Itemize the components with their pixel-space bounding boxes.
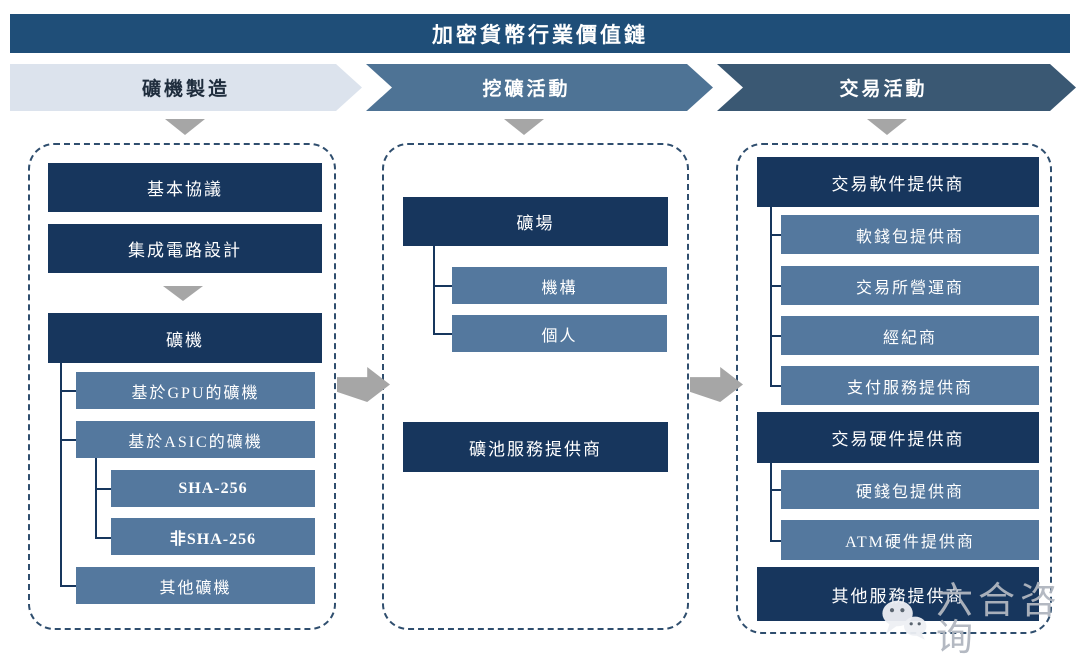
connector-line	[770, 234, 781, 236]
stage-label: 礦機製造	[141, 79, 230, 100]
stage-label: 交易活動	[839, 79, 928, 100]
node-other-miners: 其他礦機	[76, 567, 315, 604]
stage-chevron-trading-activities: 交易活動	[717, 64, 1076, 111]
watermark-text: 六合咨询	[936, 580, 1062, 654]
down-arrow-icon	[163, 286, 203, 301]
wechat-icon	[882, 600, 927, 640]
connector-line	[95, 537, 111, 539]
node-ic-design: 集成電路設計	[48, 224, 322, 273]
node-broker: 經紀商	[781, 316, 1039, 355]
down-arrow-icon	[504, 119, 544, 135]
stage-chevron-mining-activities: 挖礦活動	[366, 64, 713, 111]
connector-line	[770, 489, 781, 491]
connector-line	[770, 207, 772, 386]
connector-line	[770, 335, 781, 337]
node-asic-based-miner: 基於ASIC的礦機	[76, 421, 315, 458]
connector-line	[770, 285, 781, 287]
node-soft-wallet-provider: 軟錢包提供商	[781, 215, 1039, 254]
watermark: 六合咨询	[880, 582, 1080, 654]
down-arrow-icon	[165, 119, 205, 135]
stage-label: 挖礦活動	[482, 79, 571, 100]
node-gpu-based-miner: 基於GPU的礦機	[76, 372, 315, 409]
stage-chevron-mining-machine-manufacturing: 礦機製造	[10, 64, 362, 111]
node-mining-machine: 礦機	[48, 313, 322, 363]
connector-line	[433, 246, 435, 333]
connector-line	[433, 285, 452, 287]
connector-line	[60, 439, 76, 441]
connector-line	[95, 458, 97, 537]
diagram-title-banner: 加密貨幣行業價值鏈	[10, 14, 1070, 53]
column-mining-machine-manufacturing	[28, 143, 336, 630]
connector-line	[433, 333, 452, 335]
node-hard-wallet-provider: 硬錢包提供商	[781, 470, 1039, 509]
connector-line	[770, 463, 772, 540]
node-mining-pool-service-provider: 礦池服務提供商	[403, 422, 668, 472]
node-mining-farm: 礦場	[403, 197, 668, 246]
connector-line	[60, 363, 62, 585]
connector-line	[770, 540, 781, 542]
down-arrow-icon	[867, 119, 907, 135]
node-basic-protocol: 基本協議	[48, 163, 322, 212]
connector-line	[60, 585, 76, 587]
connector-line	[95, 488, 111, 490]
node-sha-256: SHA-256	[111, 470, 315, 507]
connector-line	[60, 390, 76, 392]
node-institution: 機構	[452, 267, 667, 304]
node-non-sha-256: 非SHA-256	[111, 518, 315, 555]
node-trading-software-provider: 交易軟件提供商	[757, 157, 1039, 207]
node-exchange-operator: 交易所營運商	[781, 266, 1039, 305]
node-atm-hardware-provider: ATM硬件提供商	[781, 520, 1039, 560]
diagram-title: 加密貨幣行業價值鏈	[432, 22, 648, 47]
node-individual: 個人	[452, 315, 667, 352]
node-trading-hardware-provider: 交易硬件提供商	[757, 412, 1039, 463]
node-payment-service-provider: 支付服務提供商	[781, 366, 1039, 405]
connector-line	[770, 385, 781, 387]
